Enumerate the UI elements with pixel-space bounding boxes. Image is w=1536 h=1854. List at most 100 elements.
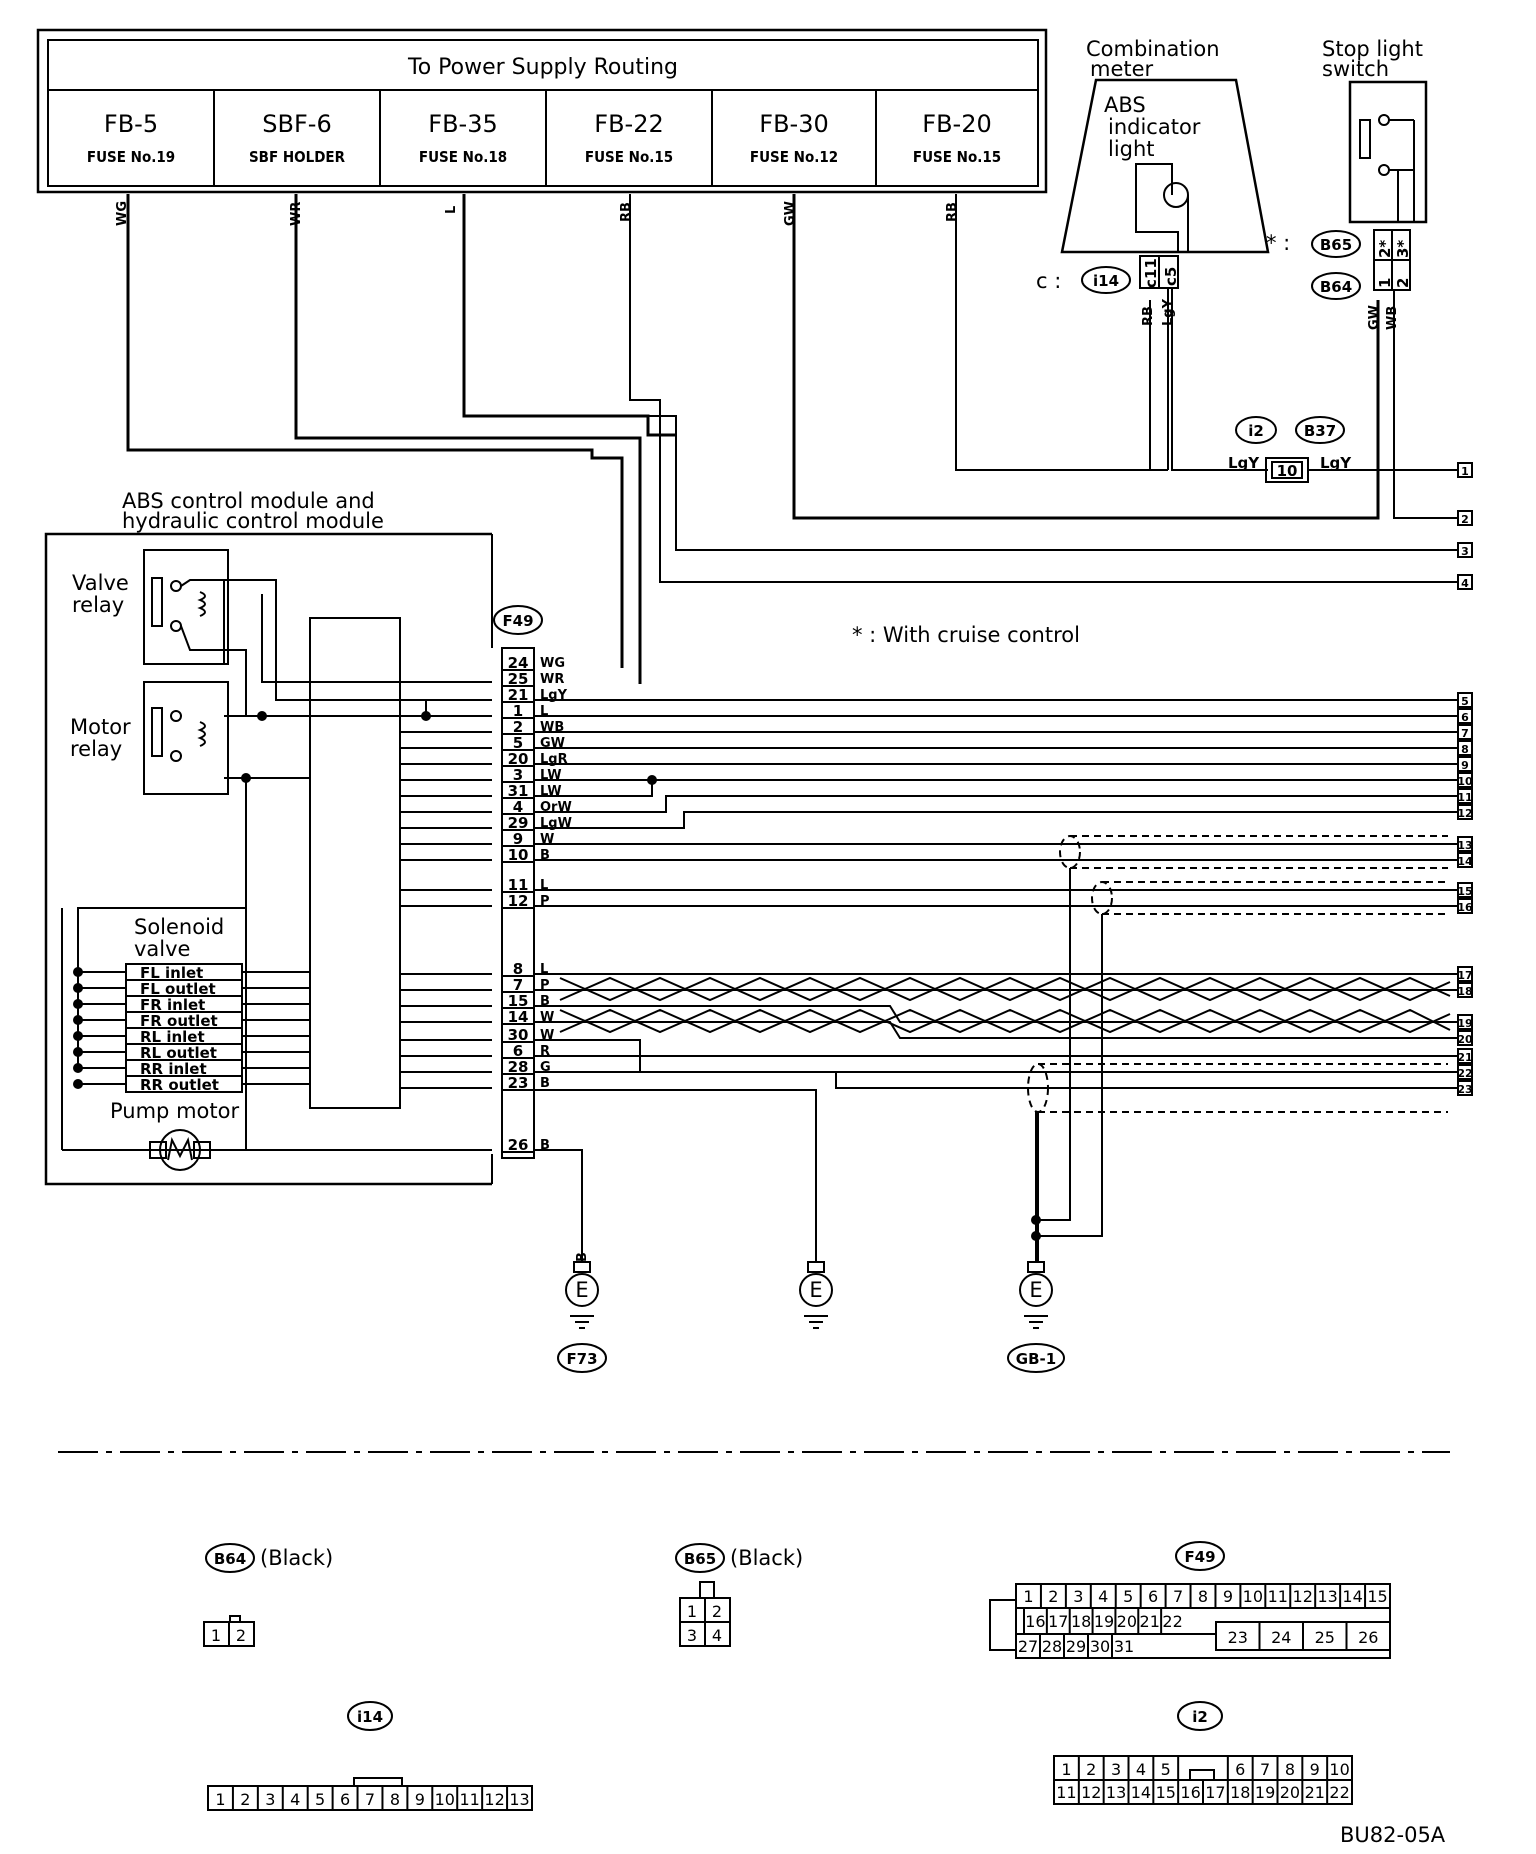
f49-pin-number: 1: [513, 702, 523, 720]
connector-cell: 5: [1123, 1587, 1133, 1606]
connector-cell: 24: [1271, 1628, 1291, 1647]
connector-view-code: i2: [1192, 1708, 1208, 1726]
f49-pin-wire: B: [540, 1138, 550, 1153]
f49-pin-number: 5: [513, 734, 523, 752]
f49-pin-number: 31: [508, 782, 529, 800]
f49-pin-number: 4: [513, 798, 523, 816]
connector-cell: 12: [1293, 1587, 1313, 1606]
pump-motor-symbol: [159, 1129, 201, 1171]
ground-wiring: [534, 868, 1103, 1262]
right-terminal: [1457, 740, 1473, 756]
connector-cell: 10: [1329, 1760, 1349, 1779]
connector-cell: 2: [712, 1602, 722, 1621]
connector-cell: 29: [1066, 1637, 1086, 1656]
f49-pin-number: 9: [513, 830, 523, 848]
stop-connector-star: B65: [1320, 236, 1352, 254]
connector-cell: 2: [240, 1790, 250, 1809]
right-terminal-number: 11: [1457, 791, 1472, 804]
connector-view-code: B64: [214, 1550, 246, 1568]
right-terminal-number: 13: [1457, 839, 1472, 852]
right-terminal: [1457, 882, 1473, 898]
connector-cell: 15: [1367, 1587, 1387, 1606]
fuse-sub-1: FUSE No.19: [87, 148, 175, 166]
f49-pin-number: 11: [508, 876, 529, 894]
connector-cell: 10: [1243, 1587, 1263, 1606]
ground-connector: GB-1: [1016, 1350, 1056, 1368]
right-terminal: [1457, 510, 1473, 526]
connector-cell: 12: [1081, 1783, 1101, 1802]
wire-label: WG: [115, 201, 130, 226]
right-terminal: [1457, 708, 1473, 724]
f49-pin-wire: WG: [540, 656, 565, 671]
stop-pin: 2*: [1376, 240, 1394, 258]
meter-connector-prefix: c :: [1036, 269, 1061, 293]
right-terminal: [1457, 1048, 1473, 1064]
connector-cell: 22: [1162, 1612, 1182, 1631]
f49-pin-wire: R: [540, 1044, 550, 1059]
right-terminal-number: 18: [1457, 985, 1472, 998]
solenoid-item: RL outlet: [140, 1044, 217, 1062]
right-terminal-number: 6: [1461, 711, 1469, 724]
f49-pin-number: 12: [508, 892, 529, 910]
f49-pin-wire: B: [540, 848, 550, 863]
right-terminal-number: 20: [1457, 1033, 1473, 1046]
solenoid-item: FL outlet: [140, 980, 216, 998]
power-wires: [126, 194, 1458, 684]
right-terminal-number: 16: [1457, 901, 1473, 914]
f49-pin-number: 20: [508, 750, 529, 768]
right-terminal-number: 22: [1457, 1067, 1472, 1080]
connector-cell: 19: [1094, 1612, 1114, 1631]
connector-cell: 10: [435, 1790, 455, 1809]
connector-cell: 11: [460, 1790, 480, 1809]
motor-relay: [143, 681, 229, 795]
ground-connector: F73: [566, 1350, 597, 1368]
abs-light-label-3: light: [1108, 137, 1155, 161]
stop-pin: 3*: [1394, 240, 1412, 258]
fuse-sub-2: SBF HOLDER: [249, 148, 346, 166]
meter-wire: RB: [1141, 306, 1156, 326]
ground-symbol-label: E: [1029, 1278, 1042, 1302]
connector-view-b64: B64 (Black) 1 2: [203, 1543, 333, 1647]
right-terminal-number: 1: [1461, 465, 1469, 478]
connector-cell: 17: [1205, 1783, 1225, 1802]
right-terminal-number: 14: [1457, 855, 1473, 868]
fuse-name-5: FB-30: [759, 110, 828, 138]
mid-wire-left: LgY: [1228, 454, 1260, 472]
right-terminal-number: 10: [1457, 775, 1473, 788]
right-terminal-number: 8: [1461, 743, 1469, 756]
connector-cell: 3: [265, 1790, 275, 1809]
connector-cell: 21: [1305, 1783, 1325, 1802]
right-terminal-number: 23: [1457, 1083, 1472, 1096]
f49-pin-number: 23: [508, 1074, 529, 1092]
connector-view-code: i14: [357, 1708, 383, 1726]
f49-pin-number: 6: [513, 1042, 523, 1060]
connector-cell: 22: [1329, 1783, 1349, 1802]
output-wires: [534, 699, 1458, 1089]
connector-view-i14: i14: [207, 1701, 533, 1811]
solenoid-label-1: Solenoid: [134, 915, 224, 939]
right-terminal-number: 17: [1457, 969, 1472, 982]
fuse-name-2: SBF-6: [262, 110, 331, 138]
ground-symbol-label: E: [575, 1278, 588, 1302]
right-terminal: [1457, 852, 1473, 868]
connector-cell: 3: [1111, 1760, 1121, 1779]
connector-view-code: B65: [684, 1550, 716, 1568]
fuse-sub-4: FUSE No.15: [585, 148, 673, 166]
right-terminal: [1457, 1080, 1473, 1096]
connector-cell: 9: [415, 1790, 425, 1809]
f49-pin-number: 25: [508, 670, 529, 688]
connector-cell: 16: [1180, 1783, 1200, 1802]
right-terminal: [1457, 542, 1473, 558]
right-terminal: [1457, 982, 1473, 998]
shield-loops: [1027, 835, 1448, 1113]
abs-module: ABS control module and hydraulic control…: [44, 489, 493, 1186]
mid-connector-code: B37: [1304, 422, 1336, 440]
right-terminal: [1457, 836, 1473, 852]
right-terminal-number: 21: [1457, 1051, 1472, 1064]
connector-cell: 3: [1073, 1587, 1083, 1606]
mid-wire-right: LgY: [1320, 454, 1352, 472]
connector-cell: 18: [1230, 1783, 1250, 1802]
connector-cell: 13: [1317, 1587, 1337, 1606]
right-terminal-number: 3: [1461, 545, 1469, 558]
solenoid-item: FR outlet: [140, 1012, 218, 1030]
